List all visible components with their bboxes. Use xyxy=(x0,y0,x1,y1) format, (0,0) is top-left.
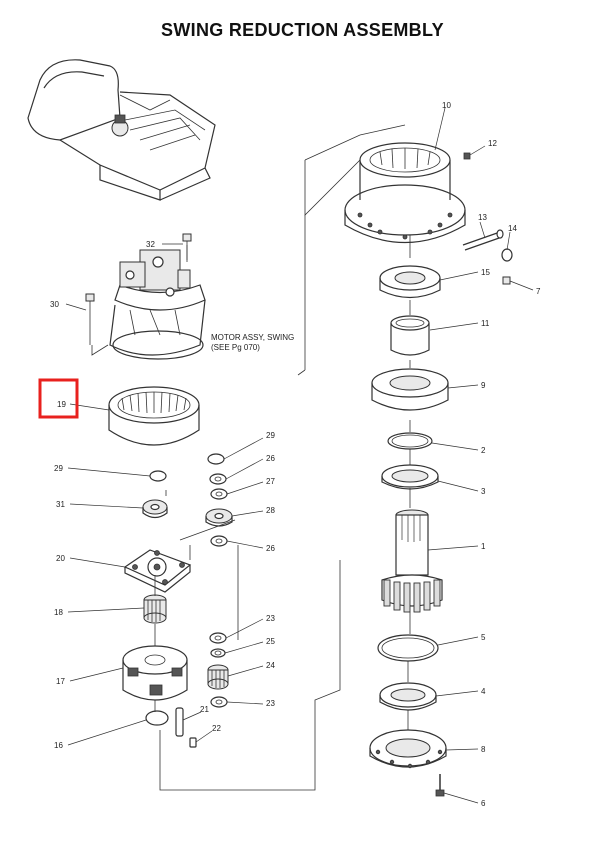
callout-9: 9 xyxy=(481,381,486,390)
callout-29-left: 29 xyxy=(54,464,63,473)
part-1-pinion-shaft xyxy=(381,509,443,613)
part-2-ring xyxy=(387,432,433,450)
callout-17: 17 xyxy=(56,677,65,686)
part-13-oil-pipe xyxy=(462,229,504,251)
callout-24: 24 xyxy=(266,661,275,670)
part-9-bearing xyxy=(371,368,449,411)
part-3-oil-seal xyxy=(381,464,439,490)
part-8-cover xyxy=(369,729,447,769)
part-7-plug xyxy=(502,276,511,285)
callout-32: 32 xyxy=(146,240,155,249)
part-5-o-ring xyxy=(377,634,439,662)
part-14-cap xyxy=(501,248,513,262)
swing-motor-assembly xyxy=(85,233,206,360)
part-10-housing xyxy=(344,142,466,244)
assembly-guide-lines xyxy=(91,124,411,791)
part-6-bolt xyxy=(435,774,445,797)
callout-8: 8 xyxy=(481,745,486,754)
part-27-needle-bearing xyxy=(210,488,228,500)
callout-16: 16 xyxy=(54,741,63,750)
part-19-ring-gear xyxy=(108,386,200,446)
part-28-planet-gear xyxy=(205,508,233,527)
highlight-box-19 xyxy=(38,378,79,419)
callout-7: 7 xyxy=(536,287,541,296)
callout-25: 25 xyxy=(266,637,275,646)
part-18-sun-gear xyxy=(143,594,167,624)
callout-11: 11 xyxy=(481,319,490,328)
callout-27: 27 xyxy=(266,477,275,486)
part-20-carrier xyxy=(123,549,192,593)
callout-12: 12 xyxy=(488,139,497,148)
part-15-bearing xyxy=(379,265,441,299)
part-31-planet-gear xyxy=(142,499,168,519)
part-4-seal xyxy=(379,682,437,711)
motor-reference-note: MOTOR ASSY, SWING (SEE Pg 070) xyxy=(211,333,294,352)
callout-5: 5 xyxy=(481,633,486,642)
part-16-snap-ring xyxy=(145,710,169,726)
callout-22: 22 xyxy=(212,724,221,733)
part-21-pin xyxy=(175,707,184,737)
part-23-thrust-plate-lower xyxy=(210,696,228,708)
part-12-plug xyxy=(463,152,471,160)
callout-6: 6 xyxy=(481,799,486,808)
callout-30: 30 xyxy=(50,300,59,309)
callout-10: 10 xyxy=(442,101,451,110)
callout-13: 13 xyxy=(478,213,487,222)
callout-14: 14 xyxy=(508,224,517,233)
callout-19: 19 xyxy=(57,400,66,409)
part-29-thrust-washer xyxy=(207,453,225,465)
callout-23-lower: 23 xyxy=(266,699,275,708)
part-26-thrust-plate-upper xyxy=(209,473,227,485)
diagram-title: SWING REDUCTION ASSEMBLY xyxy=(161,20,444,40)
note-line-2: (SEE Pg 070) xyxy=(211,343,260,352)
callout-23-upper: 23 xyxy=(266,614,275,623)
callout-4: 4 xyxy=(481,687,486,696)
leader-lines xyxy=(65,107,534,804)
part-11-spacer xyxy=(390,315,430,356)
callout-15: 15 xyxy=(481,268,490,277)
part-25-needle-bearing xyxy=(210,648,226,658)
part-17-planet-carrier xyxy=(122,645,188,701)
excavator-upper-structure-illustration xyxy=(27,59,216,201)
callout-3: 3 xyxy=(481,487,486,496)
part-26-thrust-plate-lower xyxy=(210,535,228,547)
callout-28: 28 xyxy=(266,506,275,515)
callout-26-upper: 26 xyxy=(266,454,275,463)
callout-26-lower: 26 xyxy=(266,544,275,553)
note-line-1: MOTOR ASSY, SWING xyxy=(211,333,294,342)
callout-18: 18 xyxy=(54,608,63,617)
part-24-planet-gear xyxy=(207,664,229,690)
callout-21: 21 xyxy=(200,705,209,714)
callout-31: 31 xyxy=(56,500,65,509)
callout-2: 2 xyxy=(481,446,486,455)
callout-labels: 10 12 13 14 7 15 11 9 2 3 1 5 4 8 6 32 3… xyxy=(50,101,541,808)
part-29-snap-ring xyxy=(149,470,167,482)
callout-29-right: 29 xyxy=(266,431,275,440)
callout-20: 20 xyxy=(56,554,65,563)
callout-1: 1 xyxy=(481,542,486,551)
part-22-spring-pin xyxy=(189,737,197,748)
part-23-thrust-plate-upper xyxy=(209,632,227,644)
